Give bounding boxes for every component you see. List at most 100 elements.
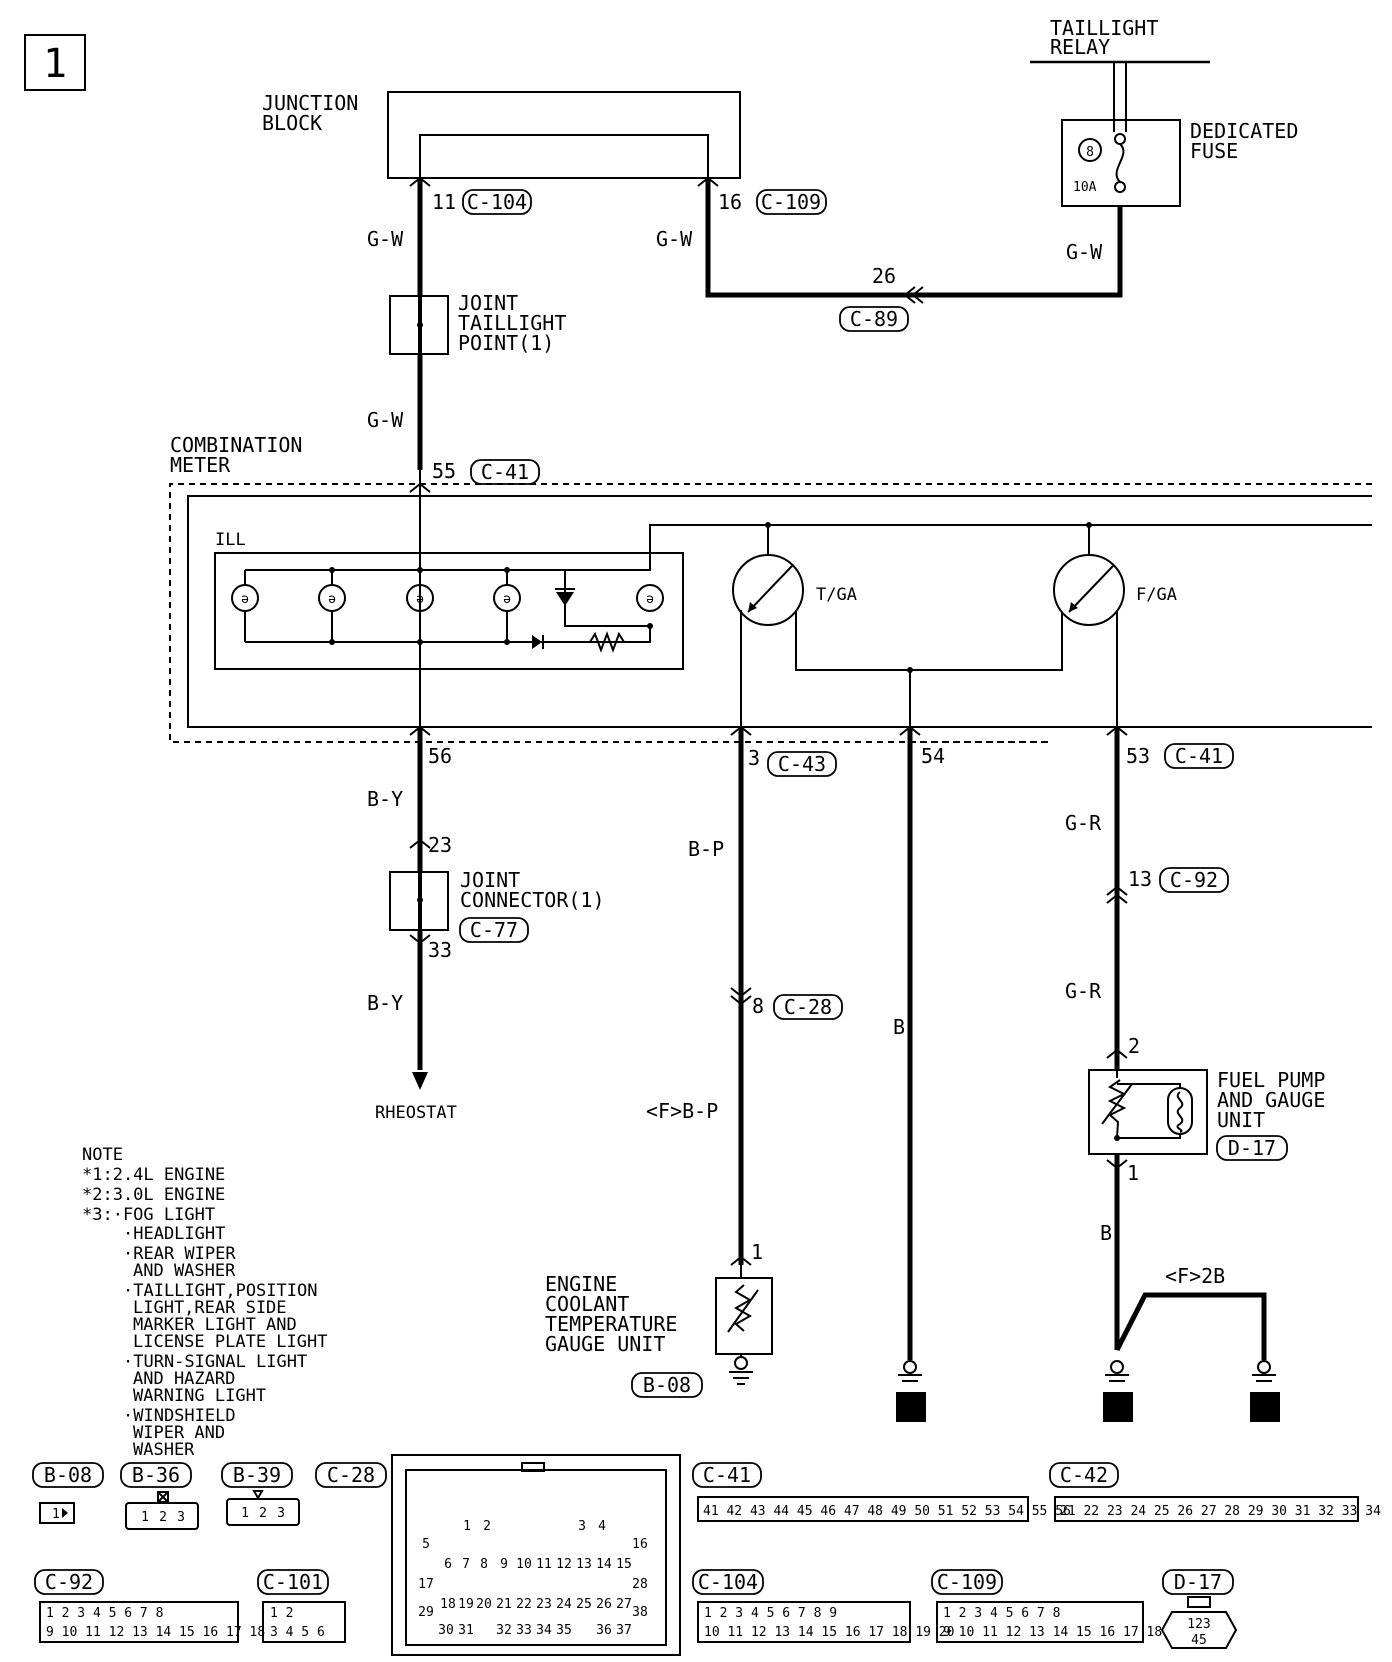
connector-c92-ref: C-92	[1170, 868, 1218, 892]
connector-c89-ref: C-89	[850, 307, 898, 331]
c28-pin: 18	[440, 1597, 456, 1612]
engine-coolant-sensor: ENGINE COOLANT TEMPERATURE GAUGE UNIT B-…	[545, 1265, 773, 1398]
c28-pin: 30	[438, 1623, 454, 1638]
c28-pin: 5	[422, 1537, 430, 1552]
c28-pin: 33	[516, 1623, 532, 1638]
note-title: NOTE	[82, 1145, 123, 1165]
ground-3-label: 3	[1258, 1394, 1272, 1422]
ground-14-label: 14	[897, 1394, 926, 1422]
combination-meter-label-2: METER	[170, 453, 231, 477]
c28-pin: 35	[556, 1623, 572, 1638]
pin-54: 54	[921, 744, 945, 768]
c28-pin: 37	[616, 1623, 632, 1638]
taillight-relay-label-2: RELAY	[1050, 35, 1110, 59]
connector-view-b39-label: B-39	[233, 1463, 281, 1487]
connector-view-c41-pins: 41 42 43 44 45 46 47 48 49 50 51 52 53 5…	[703, 1504, 1071, 1519]
connector-view-c104-label: C-104	[698, 1570, 758, 1594]
note-line: ·HEADLIGHT	[123, 1224, 225, 1244]
combination-meter-boundary	[169, 483, 1372, 743]
connector-view-c109-label: C-109	[937, 1570, 997, 1594]
joint-taillight-label-1: JOINT	[458, 291, 518, 315]
connector-d17-ref: D-17	[1228, 1136, 1276, 1160]
connector-view-c28-label: C-28	[327, 1463, 375, 1487]
note-line: AND WASHER	[133, 1261, 236, 1281]
c28-pin: 16	[632, 1537, 648, 1552]
connector-view-b36-pin: 2	[159, 1510, 167, 1525]
connector-view-c101-top: 1 2	[270, 1606, 293, 1621]
rheostat-label: RHEOSTAT	[375, 1103, 457, 1123]
wire-color-b-1: B	[893, 1015, 905, 1039]
connector-view-b36-pin: 3	[177, 1510, 185, 1525]
ground-symbol-3: 3	[1250, 1360, 1280, 1422]
connector-view-c92-top: 1 2 3 4 5 6 7 8	[46, 1606, 163, 1621]
note-line: LIGHT,REAR SIDE	[133, 1298, 287, 1318]
note-line: WARNING LIGHT	[133, 1386, 266, 1406]
joint-connector-label-1: JOINT	[460, 868, 520, 892]
connector-view-d17-bottom: 45	[1191, 1633, 1207, 1648]
pin-33: 33	[428, 938, 452, 962]
fuel-gauge: F/GA	[1053, 525, 1177, 727]
connector-view-b08-label: B-08	[44, 1463, 92, 1487]
c28-pin: 3	[578, 1519, 586, 1534]
pin-16: 16	[718, 190, 742, 214]
connector-view-c28-pins: 1 2 3 4 5 16 6 7 8 9 10 11 12 13 14 15 1…	[418, 1519, 648, 1638]
connector-view-b39-pin: 2	[259, 1506, 267, 1521]
c28-pin: 29	[418, 1605, 434, 1620]
pin-1-fuel: 1	[1127, 1161, 1139, 1185]
connector-c41-ref-top: C-41	[481, 460, 529, 484]
c28-pin: 17	[418, 1577, 434, 1592]
note-line: ·TURN-SIGNAL LIGHT	[123, 1352, 307, 1372]
connector-view-c41-label: C-41	[703, 1463, 751, 1487]
note-line: ·WINDSHIELD	[123, 1406, 236, 1426]
c28-pin: 6	[444, 1557, 452, 1572]
note-line: MARKER LIGHT AND	[133, 1315, 297, 1335]
ground-6-label: 6	[1111, 1394, 1125, 1422]
fuel-pump-unit: FUEL PUMP AND GAUGE UNIT D-17	[1088, 1068, 1325, 1161]
c28-pin: 13	[576, 1557, 592, 1572]
c28-pin: 9	[500, 1557, 508, 1572]
svg-text:ə: ə	[503, 592, 511, 607]
connector-view-b39-pin: 3	[277, 1506, 285, 1521]
wire-color-by-2: B-Y	[367, 991, 403, 1015]
pin-23: 23	[428, 833, 452, 857]
wire-color-gw-3: G-W	[656, 227, 693, 251]
pin-2: 2	[1128, 1034, 1140, 1058]
wire-color-gw-1: G-W	[367, 227, 404, 251]
connector-c109-ref: C-109	[761, 190, 821, 214]
fuse-number: 8	[1086, 145, 1094, 160]
c28-pin: 23	[536, 1597, 552, 1612]
temp-gauge: T/GA	[732, 525, 1063, 727]
dedicated-fuse-label-1: DEDICATED	[1190, 119, 1298, 143]
wire-color-gw-4: G-W	[1066, 240, 1103, 264]
junction-block: JUNCTION BLOCK	[262, 91, 741, 179]
connector-view-c42-pins: 21 22 23 24 25 26 27 28 29 30 31 32 33 3…	[1060, 1504, 1381, 1519]
joint-connector-label-2: CONNECTOR(1)	[460, 888, 605, 912]
wire-color-b-2: B	[1100, 1221, 1112, 1245]
connector-views: B-08 1 B-36 1 2 3 B-39 1 2 3 C-28 1 2 3 …	[32, 1454, 1381, 1656]
connector-c41-ref-bottom: C-41	[1175, 744, 1223, 768]
c28-pin: 32	[496, 1623, 512, 1638]
ground-symbol-14: 14	[896, 1360, 926, 1422]
connector-view-c42-label: C-42	[1060, 1463, 1108, 1487]
connector-c104-ref: C-104	[467, 190, 527, 214]
c28-pin: 24	[556, 1597, 572, 1612]
connector-c28-ref: C-28	[784, 995, 832, 1019]
c28-pin: 28	[632, 1577, 648, 1592]
connector-view-c92-label: C-92	[45, 1570, 93, 1594]
joint-taillight-point: JOINT TAILLIGHT POINT(1)	[389, 291, 566, 355]
c28-pin: 11	[536, 1557, 552, 1572]
pin-1-ecu: 1	[751, 1240, 763, 1264]
wire-label-f2b: <F>2B	[1165, 1264, 1225, 1288]
pin-55: 55	[432, 459, 456, 483]
junction-block-label-1: JUNCTION	[262, 91, 358, 115]
c28-pin: 22	[516, 1597, 532, 1612]
fuel-gauge-label: F/GA	[1136, 585, 1177, 605]
connector-view-c104-top: 1 2 3 4 5 6 7 8 9	[704, 1606, 837, 1621]
wire-color-gr-2: G-R	[1065, 979, 1102, 1003]
pin-3: 3	[748, 746, 760, 770]
note-line: WASHER	[133, 1440, 195, 1460]
c28-pin: 10	[516, 1557, 532, 1572]
joint-connector: JOINT CONNECTOR(1) C-77	[389, 868, 605, 943]
note-block: NOTE *1:2.4L ENGINE *2:3.0L ENGINE *3:·F…	[82, 1145, 327, 1460]
